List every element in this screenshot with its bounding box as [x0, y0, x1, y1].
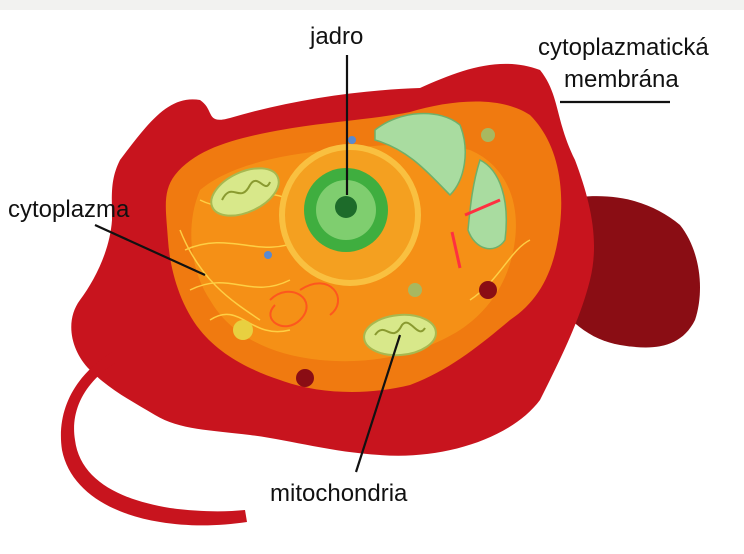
label-cytoplasm: cytoplazma	[8, 196, 129, 224]
label-membrane-line1: cytoplazmatická	[538, 34, 709, 62]
nucleolus	[335, 196, 357, 218]
label-nucleus: jadro	[310, 23, 363, 51]
label-membrane-line2: membrána	[564, 66, 679, 94]
label-mitochondria: mitochondria	[270, 480, 407, 508]
